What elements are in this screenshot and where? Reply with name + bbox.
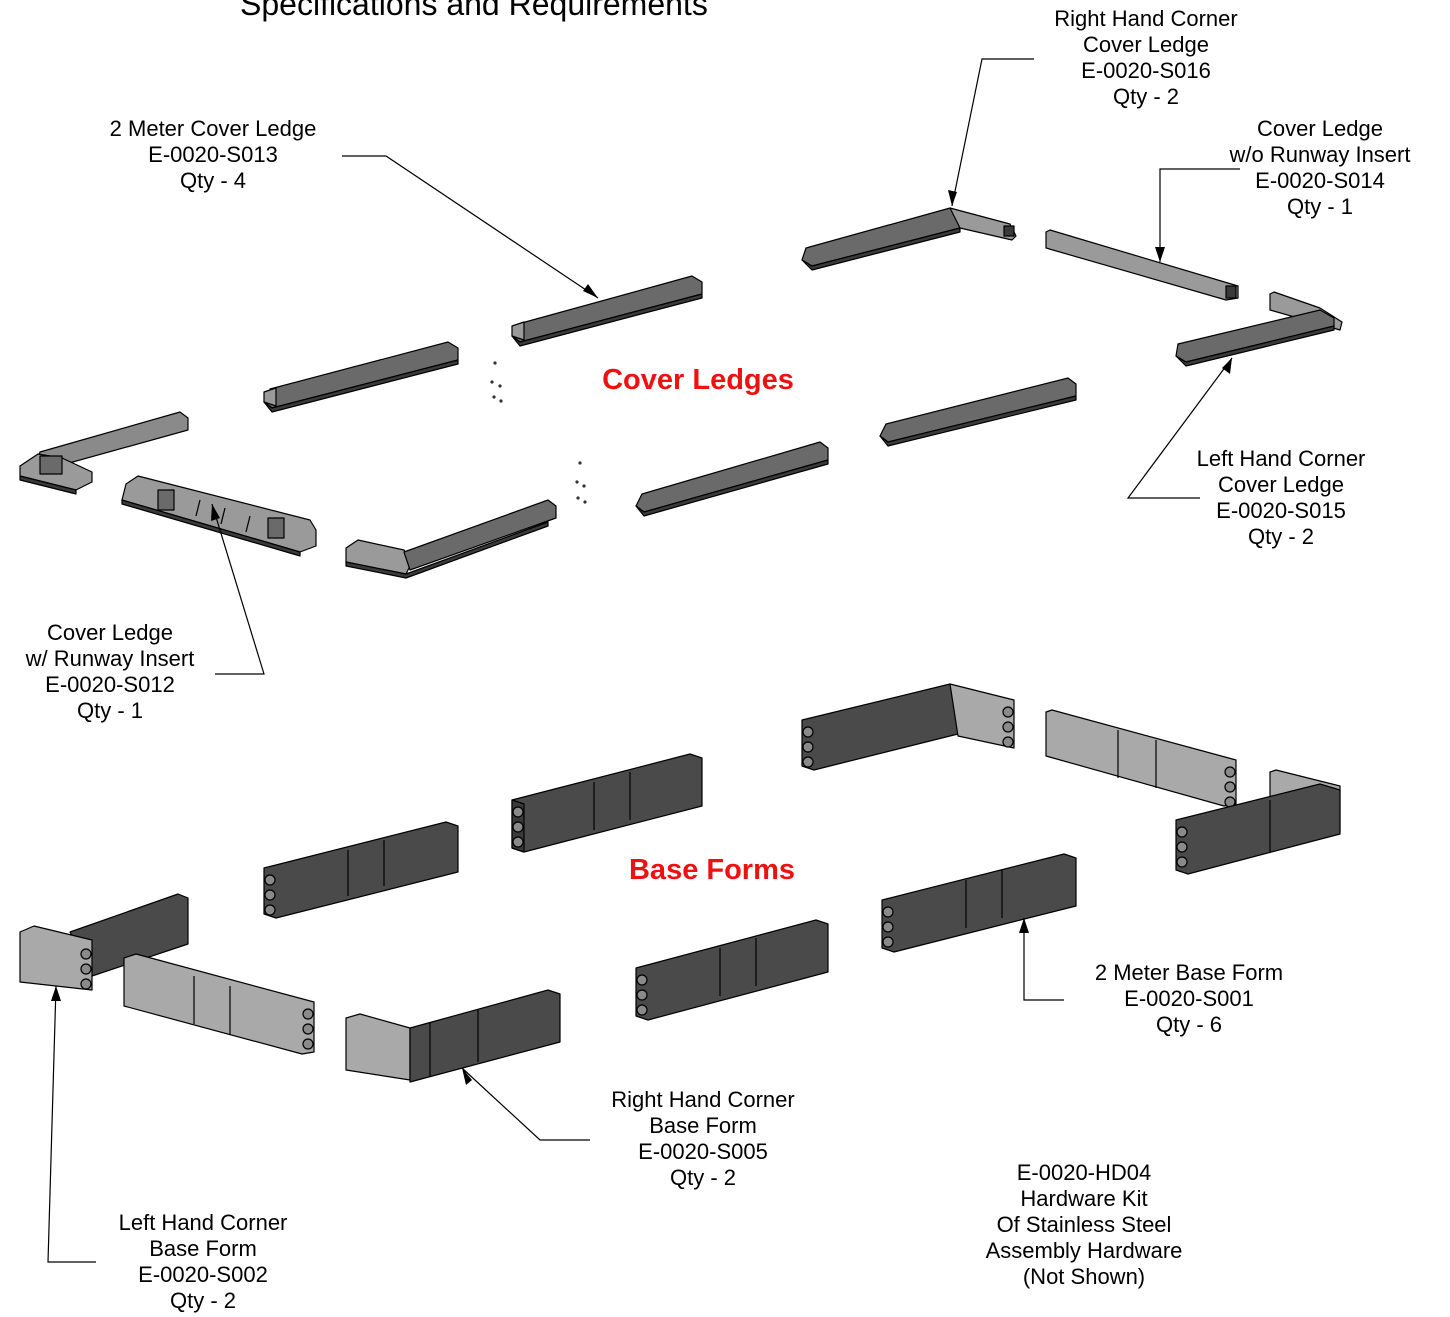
leader-rh-corner-base-form (461, 1067, 590, 1141)
callout-lh-corner-base-form: Left Hand Corner Base Form E-0020-S002 Q… (119, 1210, 288, 1314)
two-meter-cover-ledge-part (879, 377, 1077, 447)
lh-corner-base-form-part (19, 893, 189, 991)
callout-part-number: E-0020-S005 (638, 1139, 768, 1164)
page-title: Specifications and Requirements (240, 0, 708, 22)
callout-line: Hardware Kit (1020, 1186, 1148, 1211)
callout-two-meter-cover-ledge: 2 Meter Cover Ledge E-0020-S013 Qty - 4 (110, 116, 317, 194)
arrowheads (51, 190, 1232, 1085)
leader-rh-corner-cover-ledge (951, 58, 1034, 207)
two-meter-base-form-part (123, 953, 315, 1055)
callout-line: 2 Meter Cover Ledge (109, 116, 317, 141)
hardware-dots (490, 361, 587, 504)
section-cover-ledges: Cover Ledges (602, 364, 794, 396)
two-meter-base-form-part (1045, 709, 1237, 808)
callout-line: Assembly Hardware (985, 1238, 1183, 1263)
leader-cover-ledge-w-runway (211, 503, 265, 675)
rh-corner-base-form-part (801, 683, 1015, 771)
leader-lh-corner-cover-ledge (1126, 357, 1233, 499)
leader-lines (47, 58, 1240, 1263)
callout-qty: Qty - 1 (1286, 194, 1353, 219)
callout-line: Right Hand Corner (611, 1087, 795, 1112)
callout-cover-ledge-w-runway: Cover Ledge w/ Runway Insert E-0020-S012… (26, 620, 195, 724)
callout-line: Cover Ledge (1257, 116, 1383, 141)
callout-part-number: E-0020-S015 (1216, 498, 1346, 523)
callout-part-number: E-0020-S016 (1081, 58, 1211, 83)
callout-line: Of Stainless Steel (996, 1212, 1172, 1237)
leader-lh-corner-base-form (47, 985, 96, 1263)
leader-two-meter-base-form (1023, 918, 1064, 1001)
callout-part-number: E-0020-S014 (1255, 168, 1385, 193)
cover-ledge-w-runway-part (121, 475, 317, 557)
two-meter-cover-ledge-part (511, 275, 703, 347)
callout-part-number: E-0020-S001 (1124, 986, 1254, 1011)
callout-line: w/o Runway Insert (1229, 142, 1411, 167)
callout-line: Cover Ledge (1218, 472, 1344, 497)
callout-rh-corner-base-form: Right Hand Corner Base Form E-0020-S005 … (611, 1087, 794, 1191)
cover-ledge-wo-runway-part (1045, 229, 1239, 301)
callout-cover-ledge-wo-runway: Cover Ledge w/o Runway Insert E-0020-S01… (1230, 116, 1411, 220)
callout-part-number: E-0020-S012 (45, 672, 175, 697)
callout-part-number: E-0020-S013 (148, 142, 278, 167)
two-meter-base-form-part (881, 853, 1077, 953)
callout-hardware-kit: E-0020-HD04 Hardware Kit Of Stainless St… (986, 1160, 1183, 1290)
callout-qty: Qty - 6 (1155, 1012, 1222, 1037)
callout-line: w/ Runway Insert (25, 646, 195, 671)
two-meter-cover-ledge-part (263, 341, 459, 413)
lh-corner-cover-ledge-part (1175, 291, 1343, 367)
callout-line: Cover Ledge (47, 620, 173, 645)
base-form-parts (19, 683, 1341, 1083)
callout-qty: Qty - 2 (669, 1165, 736, 1190)
callout-line: Left Hand Corner (118, 1210, 288, 1235)
callout-line: Cover Ledge (1083, 32, 1209, 57)
two-meter-cover-ledge-part (635, 441, 829, 517)
callout-two-meter-base-form: 2 Meter Base Form E-0020-S001 Qty - 6 (1095, 960, 1283, 1038)
callout-part-number: E-0020-HD04 (1016, 1160, 1152, 1185)
callout-qty: Qty - 2 (1247, 524, 1315, 549)
callout-line: Base Form (149, 1236, 257, 1261)
callout-line: 2 Meter Base Form (1094, 960, 1284, 985)
rh-corner-cover-ledge-part (801, 207, 1017, 271)
callout-rh-corner-cover-ledge: Right Hand Corner Cover Ledge E-0020-S01… (1054, 6, 1237, 110)
callout-line: Base Form (649, 1113, 757, 1138)
callout-qty: Qty - 2 (1112, 84, 1179, 109)
rh-corner-cover-ledge-part (345, 499, 557, 579)
two-meter-base-form-part (635, 919, 829, 1021)
callout-part-number: E-0020-S002 (138, 1262, 268, 1287)
cover-ledge-parts (19, 207, 1343, 579)
two-meter-base-form-part (263, 821, 459, 919)
callout-qty: Qty - 1 (76, 698, 144, 723)
section-base-forms: Base Forms (628, 854, 796, 886)
callout-line: Right Hand Corner (1054, 6, 1238, 31)
callout-lh-corner-cover-ledge: Left Hand Corner Cover Ledge E-0020-S015… (1197, 446, 1366, 550)
callout-line: Left Hand Corner (1196, 446, 1366, 471)
leader-two-meter-cover-ledge (342, 155, 599, 299)
callout-qty: Qty - 2 (169, 1288, 237, 1313)
callout-qty: Qty - 4 (179, 168, 247, 193)
leader-cover-ledge-wo-runway (1159, 168, 1240, 262)
two-meter-base-form-part (511, 753, 703, 853)
lh-corner-base-form-part (1175, 769, 1341, 875)
rh-corner-base-form-part (345, 989, 561, 1083)
lh-corner-cover-ledge-part (19, 411, 189, 495)
callout-note: (Not Shown) (1022, 1264, 1146, 1289)
